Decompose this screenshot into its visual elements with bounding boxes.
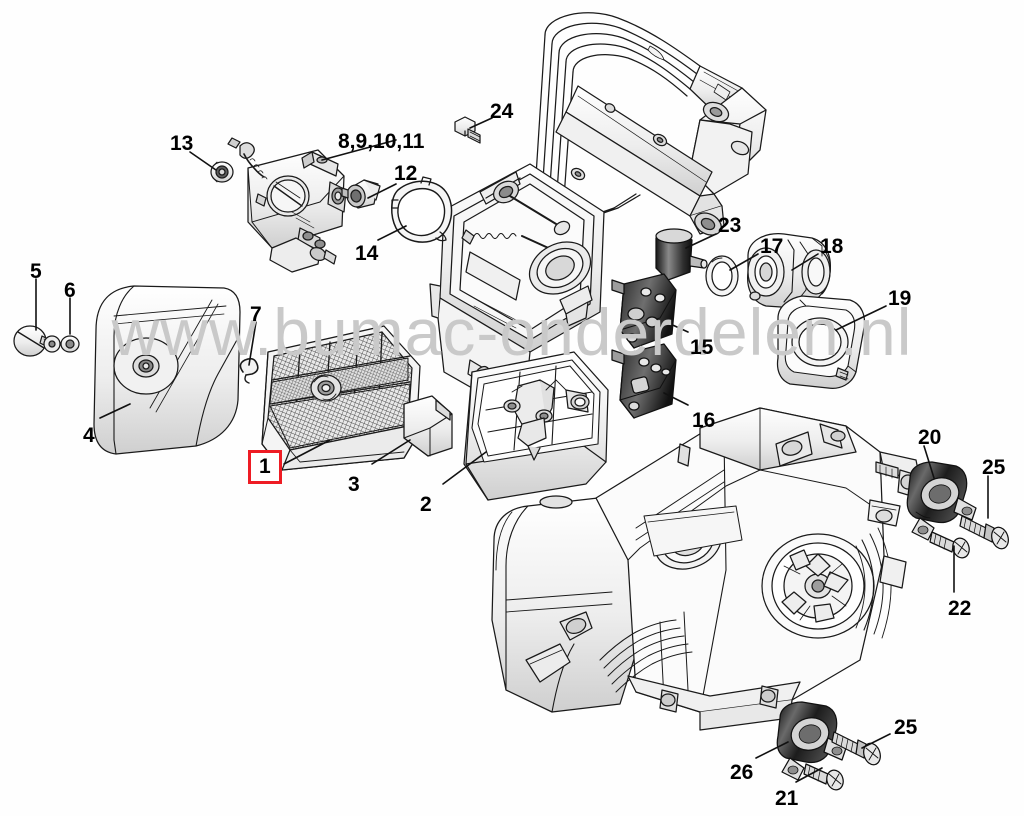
callout-av-mount-lower[interactable]: 26 bbox=[730, 761, 754, 784]
callout-screw-upper[interactable]: 22 bbox=[948, 597, 972, 620]
leader-line-13 bbox=[189, 151, 217, 171]
callout-air-filter[interactable]: 1 bbox=[248, 450, 282, 484]
leader-line-4 bbox=[99, 403, 131, 419]
callout-spacer-flange-upper[interactable]: 15 bbox=[690, 336, 714, 359]
leader-line-15 bbox=[665, 321, 689, 333]
part-13-nut bbox=[210, 161, 234, 183]
leader-line-20 bbox=[923, 445, 935, 479]
part-21-screw-lower bbox=[803, 763, 844, 791]
part-engine-body bbox=[491, 407, 921, 731]
leader-line-1 bbox=[283, 439, 331, 465]
part-23-buffer bbox=[655, 228, 708, 281]
part-16-spacer-flange bbox=[611, 343, 677, 419]
callout-washer[interactable]: 6 bbox=[64, 279, 76, 302]
leader-line-2 bbox=[442, 451, 487, 485]
callout-o-ring[interactable]: 17 bbox=[760, 235, 784, 258]
callout-clip[interactable]: 7 bbox=[250, 303, 262, 326]
callout-spacer-flange-lower[interactable]: 16 bbox=[692, 409, 716, 432]
leader-line-7 bbox=[248, 321, 257, 366]
leader-line-23 bbox=[685, 233, 717, 249]
part-14-gasket bbox=[391, 176, 453, 243]
leader-line-25b bbox=[861, 733, 891, 749]
callout-intake-manifold[interactable]: 18 bbox=[820, 235, 844, 258]
part-20-av-mount-upper bbox=[906, 461, 977, 541]
part-handle-frame bbox=[535, 12, 767, 236]
part-8-9-10-11-carburettor bbox=[227, 137, 347, 273]
part-24-handle-bolt bbox=[454, 116, 481, 144]
callout-spacer-bolt-lower[interactable]: 25 bbox=[894, 716, 918, 739]
leader-line-3 bbox=[371, 439, 411, 465]
part-4-cylinder-cover bbox=[93, 285, 241, 455]
leader-line-26 bbox=[755, 741, 789, 759]
leader-line-14 bbox=[377, 225, 407, 241]
callout-choke-lever[interactable]: 12 bbox=[394, 162, 418, 185]
part-3-connector bbox=[403, 395, 453, 457]
part-25-spacer-bolt-upper bbox=[959, 515, 1009, 550]
part-6-washer bbox=[43, 335, 80, 353]
part-26-av-mount-lower bbox=[776, 701, 847, 781]
callout-screw-lower[interactable]: 21 bbox=[775, 787, 799, 810]
callout-handle-bolt[interactable]: 24 bbox=[490, 100, 514, 123]
leader-line-16 bbox=[663, 392, 689, 406]
callout-manifold-clamp[interactable]: 19 bbox=[888, 287, 912, 310]
part-2-filter-housing bbox=[463, 351, 609, 501]
part-15-spacer-flange bbox=[611, 273, 677, 349]
part-front-housing bbox=[429, 163, 605, 397]
leader-line-21 bbox=[795, 767, 823, 783]
part-22-screw-upper bbox=[929, 531, 970, 559]
leader-line-19 bbox=[835, 305, 887, 331]
part-17-o-ring bbox=[705, 255, 739, 297]
part-5-screw bbox=[13, 325, 53, 357]
part-19-manifold-clamp bbox=[776, 295, 866, 390]
part-25-spacer-bolt-lower bbox=[831, 731, 881, 766]
callout-nut[interactable]: 13 bbox=[170, 132, 194, 155]
callout-cylinder-shroud-cover[interactable]: 4 bbox=[83, 424, 95, 447]
callout-gasket[interactable]: 14 bbox=[355, 242, 379, 265]
callout-carburettor-assembly[interactable]: 8,9,10,11 bbox=[338, 130, 425, 153]
part-7-clip bbox=[239, 357, 259, 384]
part-18-intake-manifold bbox=[747, 233, 831, 309]
callout-av-mount-upper[interactable]: 20 bbox=[918, 426, 942, 449]
callout-filter-connector[interactable]: 3 bbox=[348, 473, 360, 496]
leader-line-8,9,10,11 bbox=[321, 139, 397, 161]
leader-line-17 bbox=[729, 253, 759, 271]
leader-lines bbox=[35, 117, 989, 783]
leader-line-12 bbox=[367, 183, 397, 199]
callout-spacer-bolt-upper[interactable]: 25 bbox=[982, 456, 1006, 479]
callout-screw[interactable]: 5 bbox=[30, 260, 42, 283]
part-12-choke-lever bbox=[341, 179, 381, 209]
callout-rubber-buffer[interactable]: 23 bbox=[718, 214, 742, 237]
leader-line-18 bbox=[791, 253, 819, 271]
leader-line-24 bbox=[469, 117, 493, 129]
callout-air-filter-housing[interactable]: 2 bbox=[420, 493, 432, 516]
